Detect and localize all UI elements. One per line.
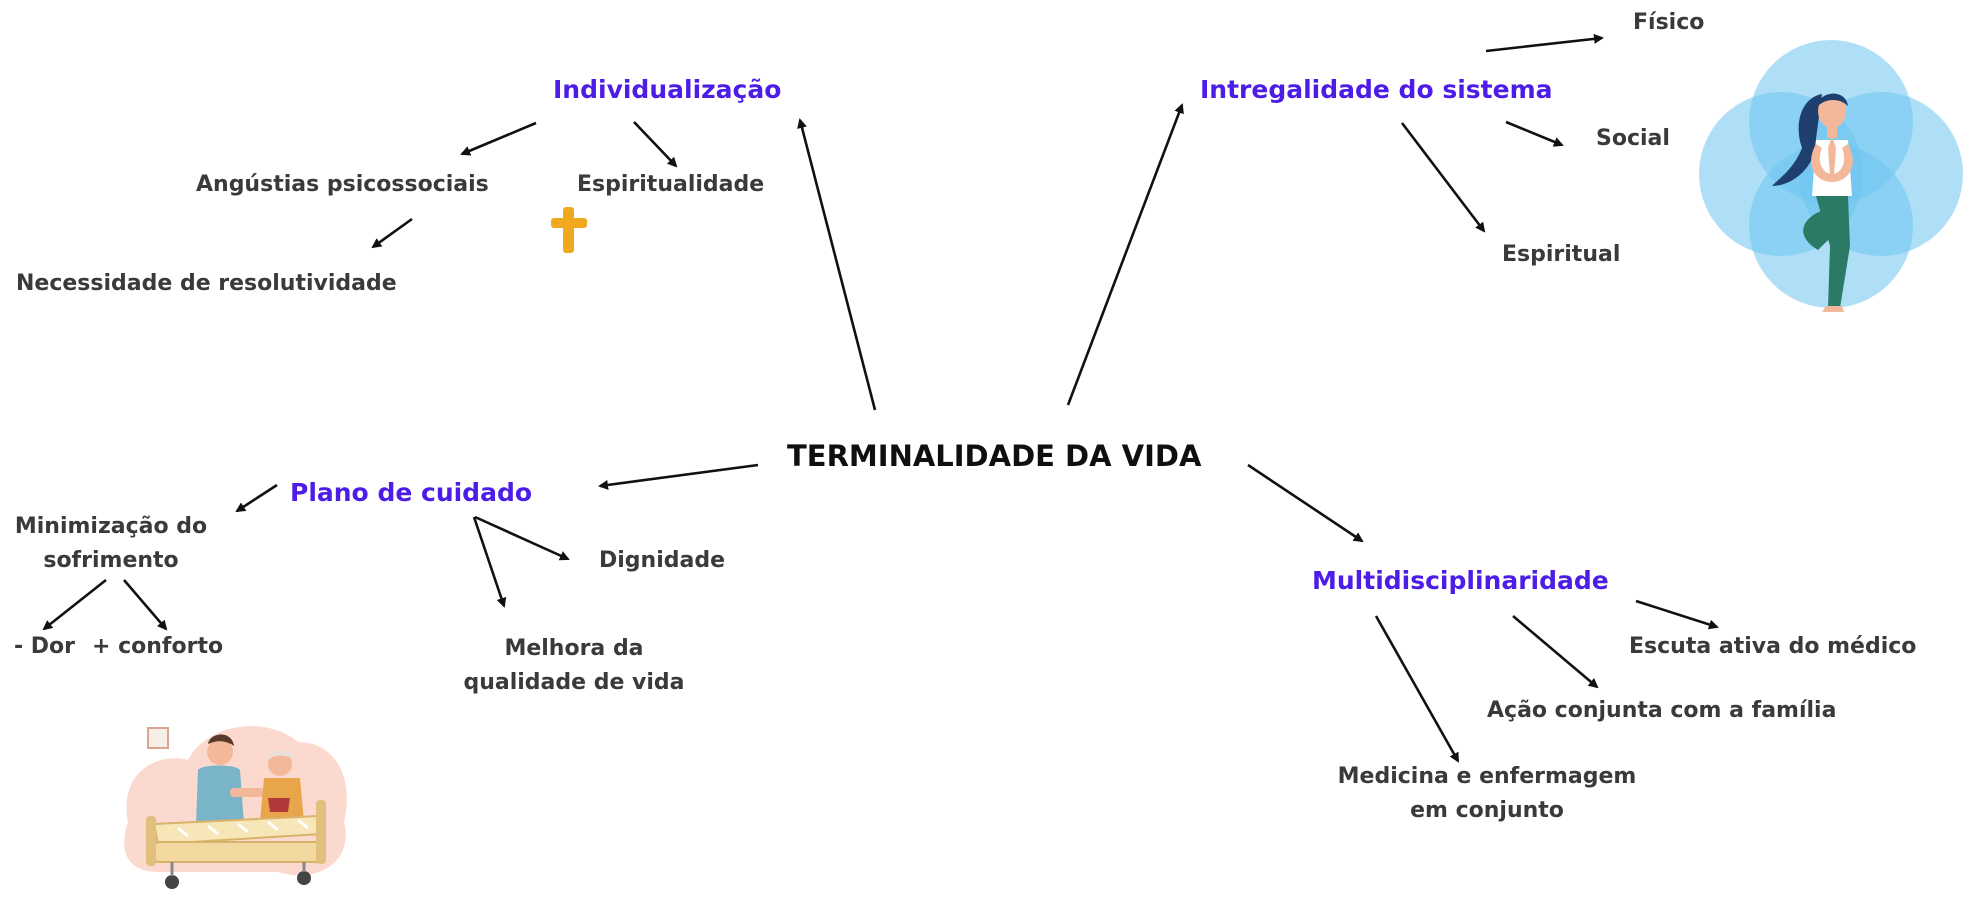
arrow-center-plano xyxy=(598,463,759,490)
arrow-plano-dignidade xyxy=(474,515,570,561)
arrow-center-multi xyxy=(1247,463,1364,543)
arrow-multi-escuta xyxy=(1635,599,1719,630)
arrow-int-social xyxy=(1505,120,1564,147)
leaf-social: Social xyxy=(1596,126,1670,151)
leaf-dor: - Dor xyxy=(14,634,76,659)
leaf-melhora-line1: Melhora da xyxy=(504,636,644,661)
arrow-multi-medicina xyxy=(1374,615,1460,763)
arrow-center-integralidade xyxy=(1066,103,1184,406)
leaf-escuta: Escuta ativa do médico xyxy=(1629,634,1917,659)
leaf-fisico: Físico xyxy=(1633,10,1705,35)
leaf-minimizacao: Minimização do sofrimento xyxy=(6,510,216,578)
leaf-espiritual: Espiritual xyxy=(1502,242,1621,267)
hospital-bed-illustration xyxy=(124,726,347,889)
branch-plano-de-cuidado: Plano de cuidado xyxy=(290,478,533,507)
leaf-medicina-line1: Medicina e enfermagem xyxy=(1337,764,1637,789)
leaf-minimizacao-line1: Minimização do xyxy=(14,514,208,539)
arrow-int-fisico xyxy=(1485,33,1604,53)
yoga-woman-illustration xyxy=(1699,40,1963,312)
leaf-melhora: Melhora da qualidade de vida xyxy=(443,632,705,700)
arrow-int-espiritual xyxy=(1400,122,1486,233)
leaf-dignidade: Dignidade xyxy=(599,548,726,573)
branch-integralidade: Intregalidade do sistema xyxy=(1200,75,1553,104)
arrow-plano-melhora xyxy=(472,516,507,608)
arrow-ind-angustias xyxy=(460,121,537,156)
arrow-center-individualizacao xyxy=(797,118,877,411)
leaf-medicina-line2: em conjunto xyxy=(1410,798,1564,823)
leaf-angustias: Angústias psicossociais xyxy=(196,172,489,197)
leaf-medicina: Medicina e enfermagem em conjunto xyxy=(1332,760,1642,828)
arrow-angustias-necessidade xyxy=(371,217,413,249)
cross-icon xyxy=(551,207,587,253)
arrow-plano-minimizacao xyxy=(235,483,278,513)
arrow-multi-acao xyxy=(1512,615,1599,689)
central-topic: TERMINALIDADE DA VIDA xyxy=(787,439,1202,473)
arrow-ind-espiritualidade xyxy=(633,121,678,168)
leaf-minimizacao-line2: sofrimento xyxy=(43,548,179,573)
arrow-min-dor xyxy=(42,578,107,631)
leaf-necessidade: Necessidade de resolutividade xyxy=(16,271,397,296)
leaf-acao: Ação conjunta com a família xyxy=(1487,698,1837,723)
leaf-melhora-line2: qualidade de vida xyxy=(463,670,685,695)
leaf-espiritualidade: Espiritualidade xyxy=(577,172,765,197)
arrow-min-conforto xyxy=(123,579,168,631)
branch-individualizacao: Individualização xyxy=(553,75,782,104)
leaf-conforto: + conforto xyxy=(92,634,224,659)
branch-multidisciplinaridade: Multidisciplinaridade xyxy=(1312,566,1609,595)
